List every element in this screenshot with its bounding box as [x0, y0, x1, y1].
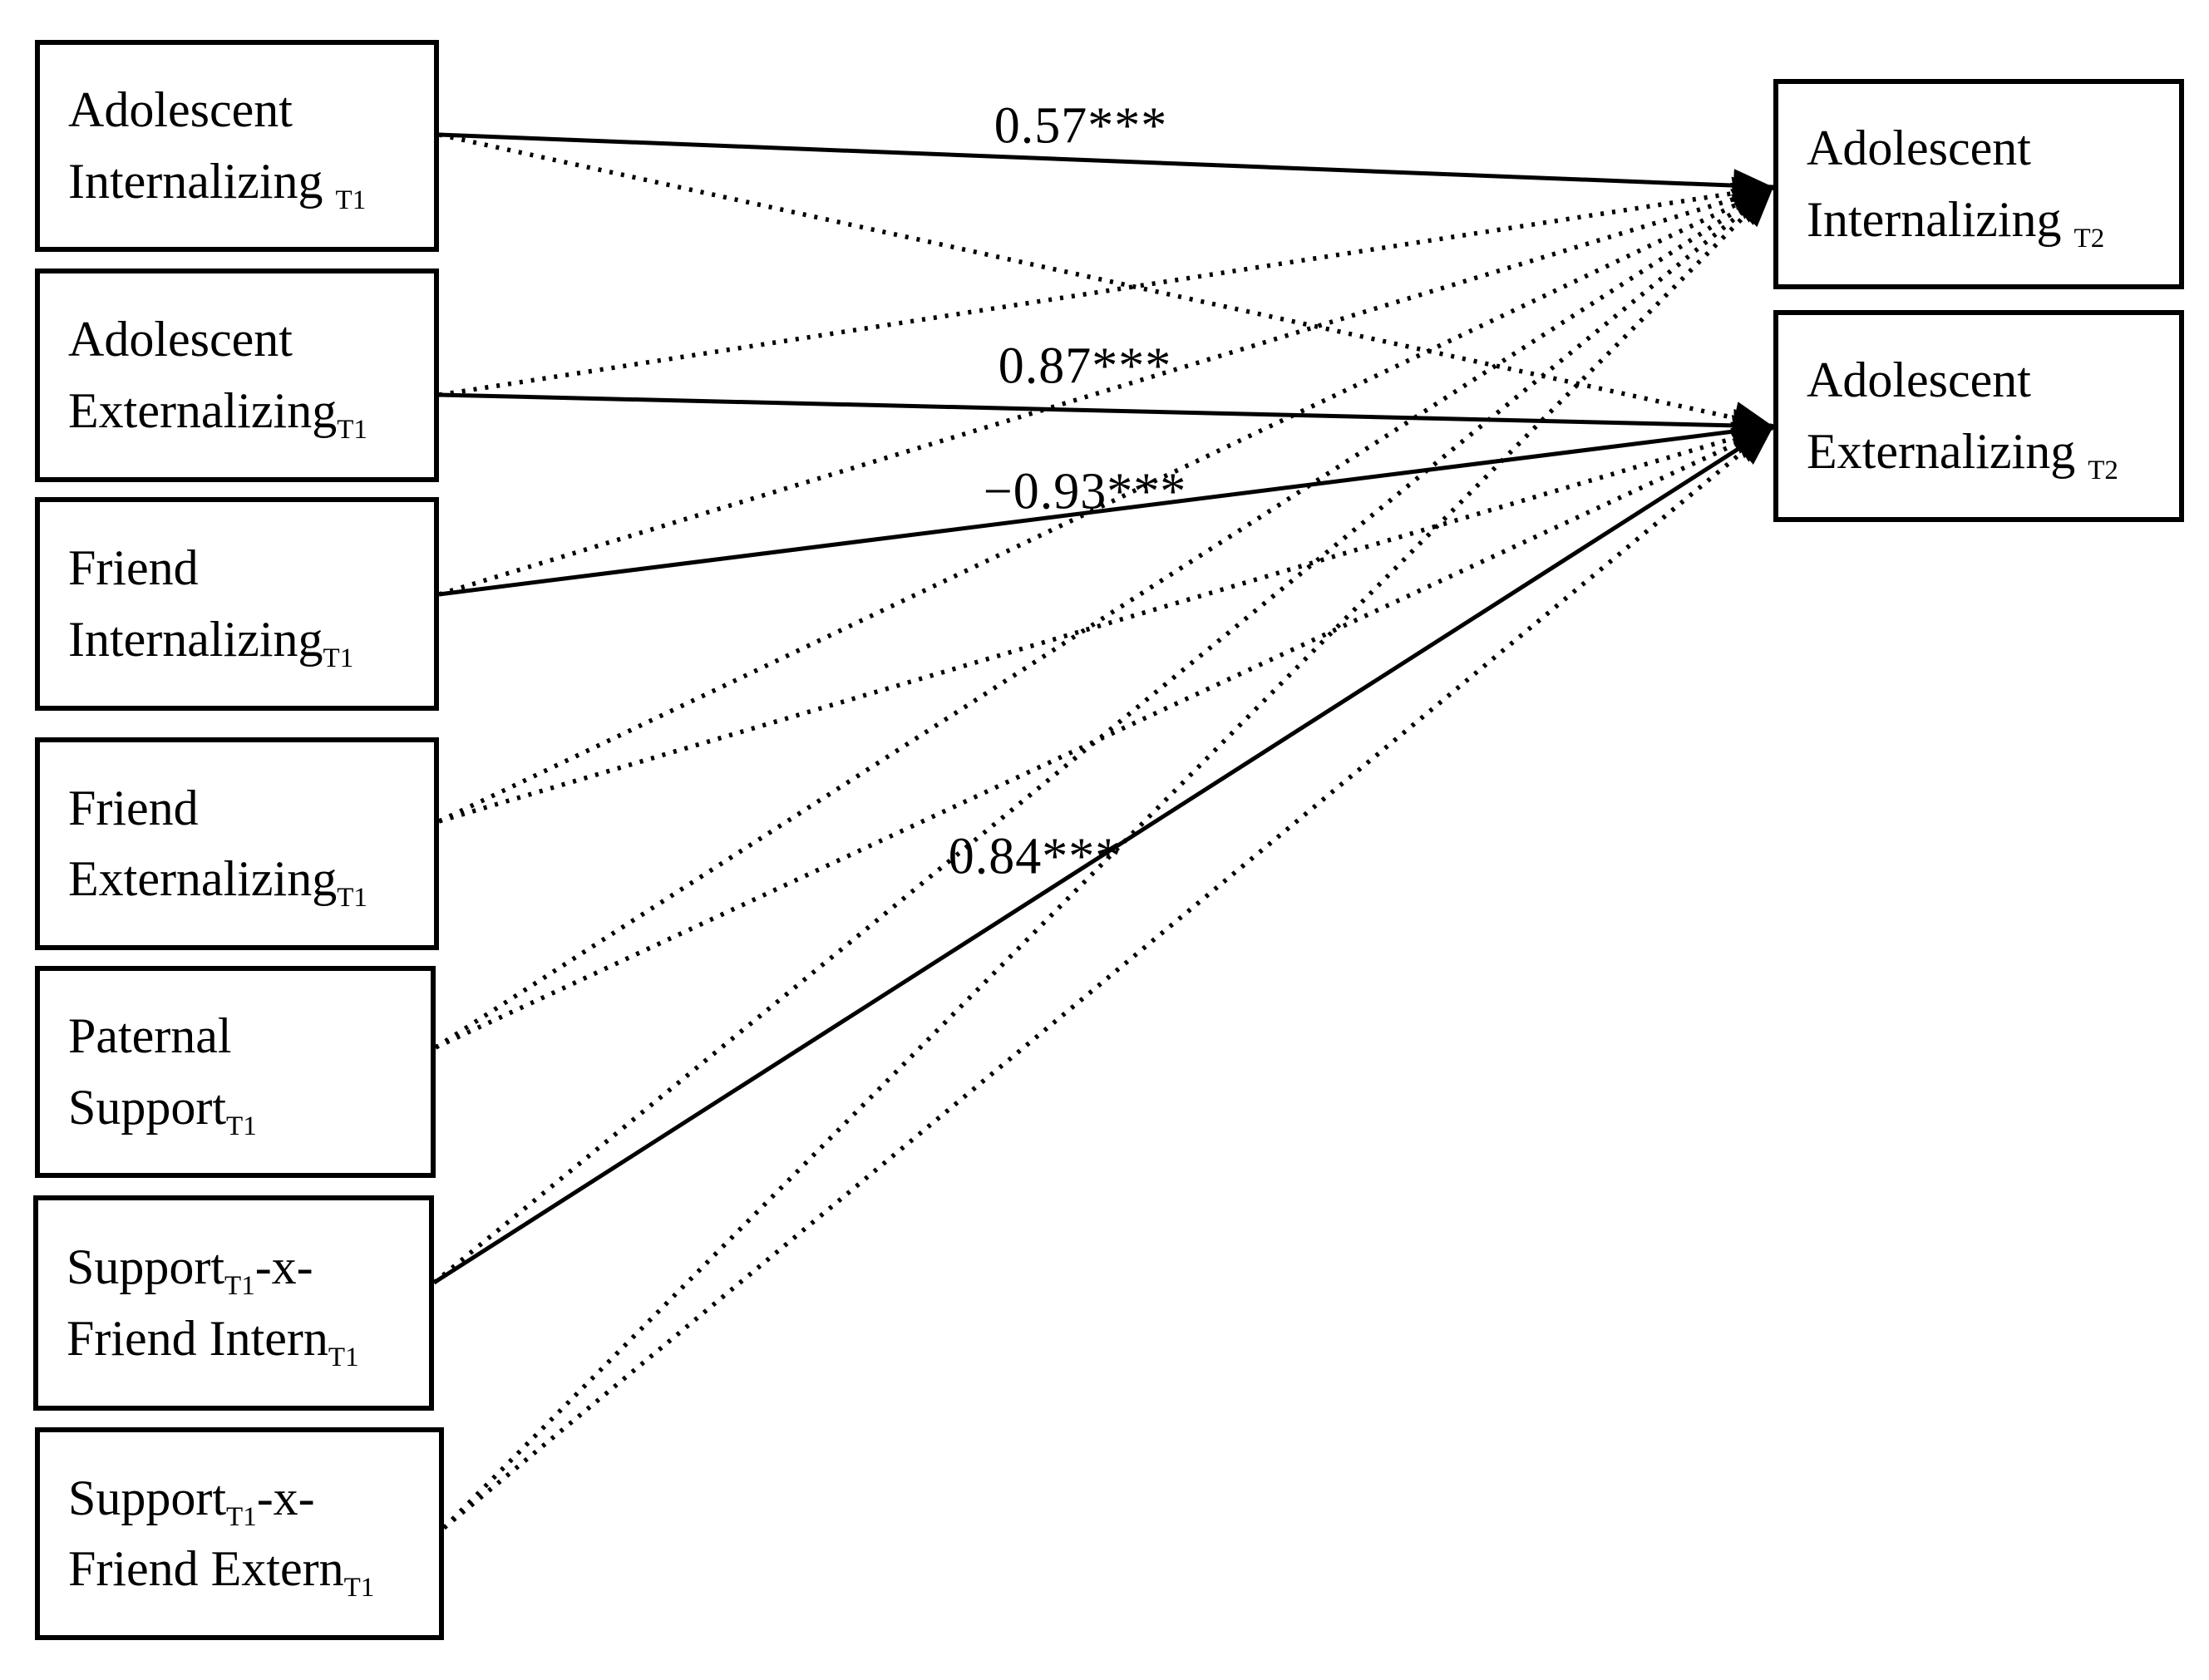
- node-label-text: Internalizing: [68, 153, 336, 209]
- edge-coefficient-adolescent-externalizing-t1-to-adolescent-externalizing-t2: 0.87***: [998, 337, 1172, 395]
- node-label-subscript: T1: [328, 1342, 359, 1372]
- node-label-line: InternalizingT1: [68, 604, 353, 675]
- node-label-subscript: T1: [323, 643, 354, 673]
- edge-coefficient-adolescent-internalizing-t1-to-adolescent-internalizing-t2: 0.57***: [994, 97, 1168, 155]
- node-label-text: Internalizing: [68, 611, 323, 667]
- edge-adolescent-externalizing-t1-to-adolescent-internalizing-t2: [438, 176, 1774, 397]
- edge-support-x-friend-extern-t1-to-adolescent-internalizing-t2: [442, 185, 1775, 1530]
- node-label-line: Adolescent: [68, 75, 366, 145]
- edge-support-x-friend-intern-t1-to-adolescent-externalizing-t2: [432, 424, 1775, 1285]
- node-support-x-friend-intern-t1: SupportT1-x-Friend InternT1: [33, 1195, 434, 1411]
- node-label: SupportT1-x-Friend InternT1: [38, 1232, 364, 1373]
- node-label-line: Internalizing T1: [68, 146, 366, 217]
- edge-support-x-friend-extern-t1-to-adolescent-externalizing-t2: [442, 424, 1775, 1530]
- node-label-line: SupportT1-x-: [68, 1463, 374, 1534]
- edge-adolescent-internalizing-t1-to-adolescent-internalizing-t2: [438, 132, 1774, 203]
- node-label: SupportT1-x-Friend ExternT1: [40, 1463, 379, 1604]
- node-label-line: Adolescent: [68, 304, 367, 375]
- node-label-text: Externalizing: [68, 382, 338, 438]
- node-label-line: SupportT1: [68, 1072, 257, 1143]
- node-label-line: Externalizing T2: [1807, 416, 2118, 487]
- edge-coefficient-support-x-friend-intern-t1-to-adolescent-externalizing-t2: 0.84***: [948, 828, 1122, 885]
- node-label-text: Externalizing: [1807, 423, 2088, 479]
- node-label-line: Friend InternT1: [67, 1303, 359, 1374]
- node-label-subscript: T1: [343, 1573, 375, 1603]
- node-label-line: ExternalizingT1: [68, 844, 367, 914]
- node-label-text: Externalizing: [68, 851, 338, 906]
- node-label-text: Friend: [68, 540, 199, 596]
- node-label-text: Paternal: [68, 1008, 232, 1064]
- node-label-line: Paternal: [68, 1001, 257, 1072]
- node-label-text: Adolescent: [68, 312, 293, 367]
- node-label-text: Adolescent: [68, 82, 293, 138]
- node-label-line: Adolescent: [1807, 113, 2104, 184]
- node-label-text: Adolescent: [1807, 352, 2031, 408]
- edge-adolescent-externalizing-t1-to-adolescent-externalizing-t2: [438, 392, 1774, 442]
- node-label-line: Friend: [68, 773, 367, 844]
- node-label-text: -x-: [256, 1470, 315, 1525]
- node-label-subscript: T2: [2073, 223, 2105, 254]
- node-label-line: Internalizing T2: [1807, 185, 2104, 255]
- node-label-text: Support: [68, 1079, 227, 1135]
- node-label-subscript: T1: [226, 1501, 257, 1532]
- node-label-subscript: T2: [2088, 455, 2118, 485]
- node-label-text: Internalizing: [1807, 191, 2074, 247]
- node-label-subscript: T1: [335, 185, 367, 215]
- edge-friend-externalizing-t1-to-adolescent-internalizing-t2: [437, 185, 1775, 824]
- edge-paternal-support-t1-to-adolescent-externalizing-t2: [434, 424, 1775, 1050]
- node-label-line: ExternalizingT1: [68, 376, 367, 446]
- node-label-subscript: T1: [337, 883, 367, 913]
- node-label-text: Friend Extern: [68, 1541, 344, 1596]
- node-label-text: Friend: [68, 780, 199, 835]
- node-label-line: Friend: [68, 533, 353, 604]
- node-label-text: -x-: [254, 1239, 313, 1295]
- edge-friend-internalizing-t1-to-adolescent-externalizing-t2: [438, 415, 1774, 597]
- node-label-text: Adolescent: [1807, 121, 2031, 176]
- edge-coefficient-friend-internalizing-t1-to-adolescent-externalizing-t2: −0.93***: [983, 463, 1187, 520]
- node-label-line: SupportT1-x-: [67, 1232, 359, 1303]
- node-label-text: Support: [68, 1470, 227, 1525]
- node-label-subscript: T1: [337, 414, 367, 445]
- node-label-text: Friend Intern: [67, 1310, 328, 1366]
- node-label-subscript: T1: [226, 1111, 257, 1141]
- node-label-text: Support: [67, 1239, 225, 1295]
- node-support-x-friend-extern-t1: SupportT1-x-Friend ExternT1: [35, 1427, 444, 1640]
- node-label-line: Adolescent: [1807, 345, 2118, 416]
- node-label-subscript: T1: [224, 1271, 255, 1302]
- node-label-line: Friend ExternT1: [68, 1534, 374, 1604]
- edge-paternal-support-t1-to-adolescent-internalizing-t2: [434, 185, 1775, 1050]
